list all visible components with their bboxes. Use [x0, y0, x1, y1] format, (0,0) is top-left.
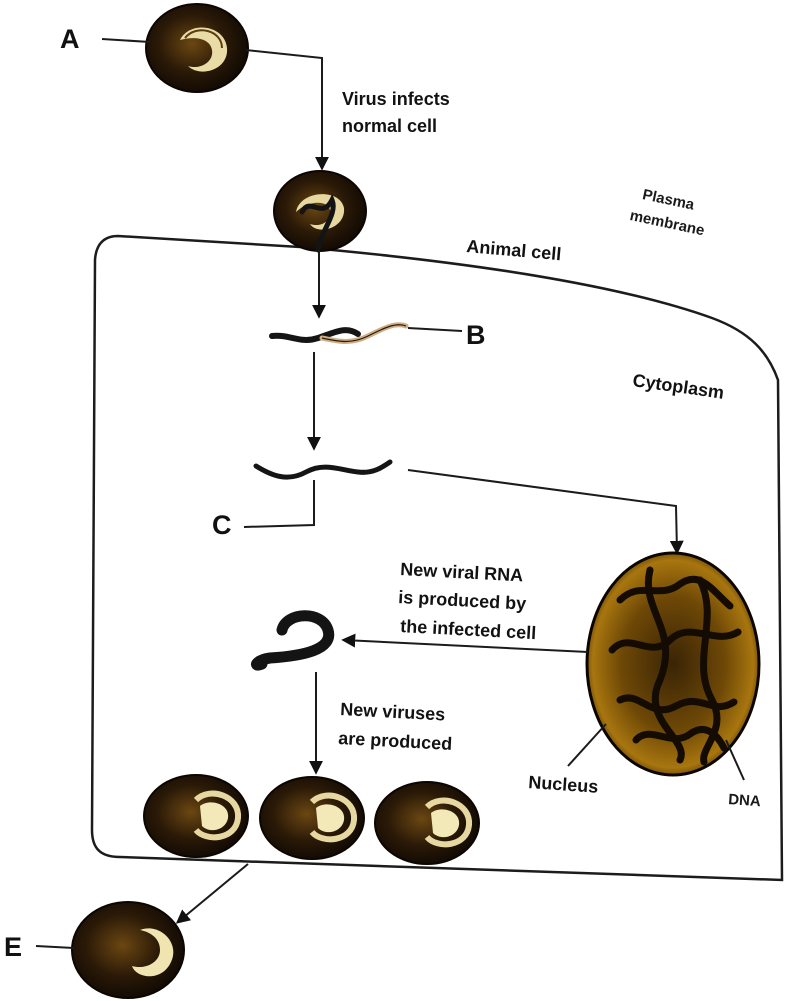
strand-c [256, 462, 390, 477]
label-c: C [212, 510, 232, 540]
caption-nucleus: Nucleus [528, 772, 599, 797]
nucleus-leader [568, 724, 606, 766]
svg-text:New viruses: New viruses [340, 699, 446, 724]
caption-cytoplasm: Cytoplasm [631, 370, 725, 403]
caption-new-viruses: New viruses are produced [338, 699, 453, 754]
virus-a [146, 4, 248, 92]
svg-text:normal cell: normal cell [342, 116, 437, 136]
svg-text:New viral RNA: New viral RNA [400, 559, 524, 585]
new-virus-3 [375, 782, 479, 864]
dna-leader [726, 740, 744, 780]
virus-attaching [274, 171, 366, 251]
svg-text:membrane: membrane [628, 207, 706, 239]
caption-new-viral-rna: New viral RNA is produced by the infecte… [398, 559, 537, 643]
new-virus-1 [144, 775, 248, 857]
label-a: A [60, 24, 80, 54]
arrow-to-new-rna [344, 640, 588, 652]
label-e: E [4, 932, 22, 962]
caption-plasma-membrane: Plasma membrane [628, 184, 711, 239]
label-c-leader [244, 480, 314, 527]
svg-text:are produced: are produced [338, 728, 453, 754]
nucleus [587, 553, 759, 775]
svg-text:Virus infects: Virus infects [342, 89, 450, 109]
svg-text:the infected cell: the infected cell [400, 616, 537, 643]
svg-text:is produced by: is produced by [398, 587, 527, 614]
virus-e [72, 902, 184, 998]
label-b-leader [408, 328, 462, 331]
caption-dna: DNA [728, 791, 762, 810]
arrow-infection [246, 50, 322, 168]
label-e-leader [36, 946, 74, 948]
rna-strand-b [272, 325, 406, 342]
arrow-to-nucleus [408, 470, 677, 552]
caption-animal-cell: Animal cell [466, 236, 562, 264]
arrow-release [178, 864, 248, 922]
new-virus-2 [260, 777, 364, 859]
new-viral-rna [256, 616, 328, 665]
label-b: B [466, 320, 486, 350]
caption-virus-infects: Virus infects normal cell [342, 89, 450, 136]
label-a-leader [102, 39, 150, 42]
